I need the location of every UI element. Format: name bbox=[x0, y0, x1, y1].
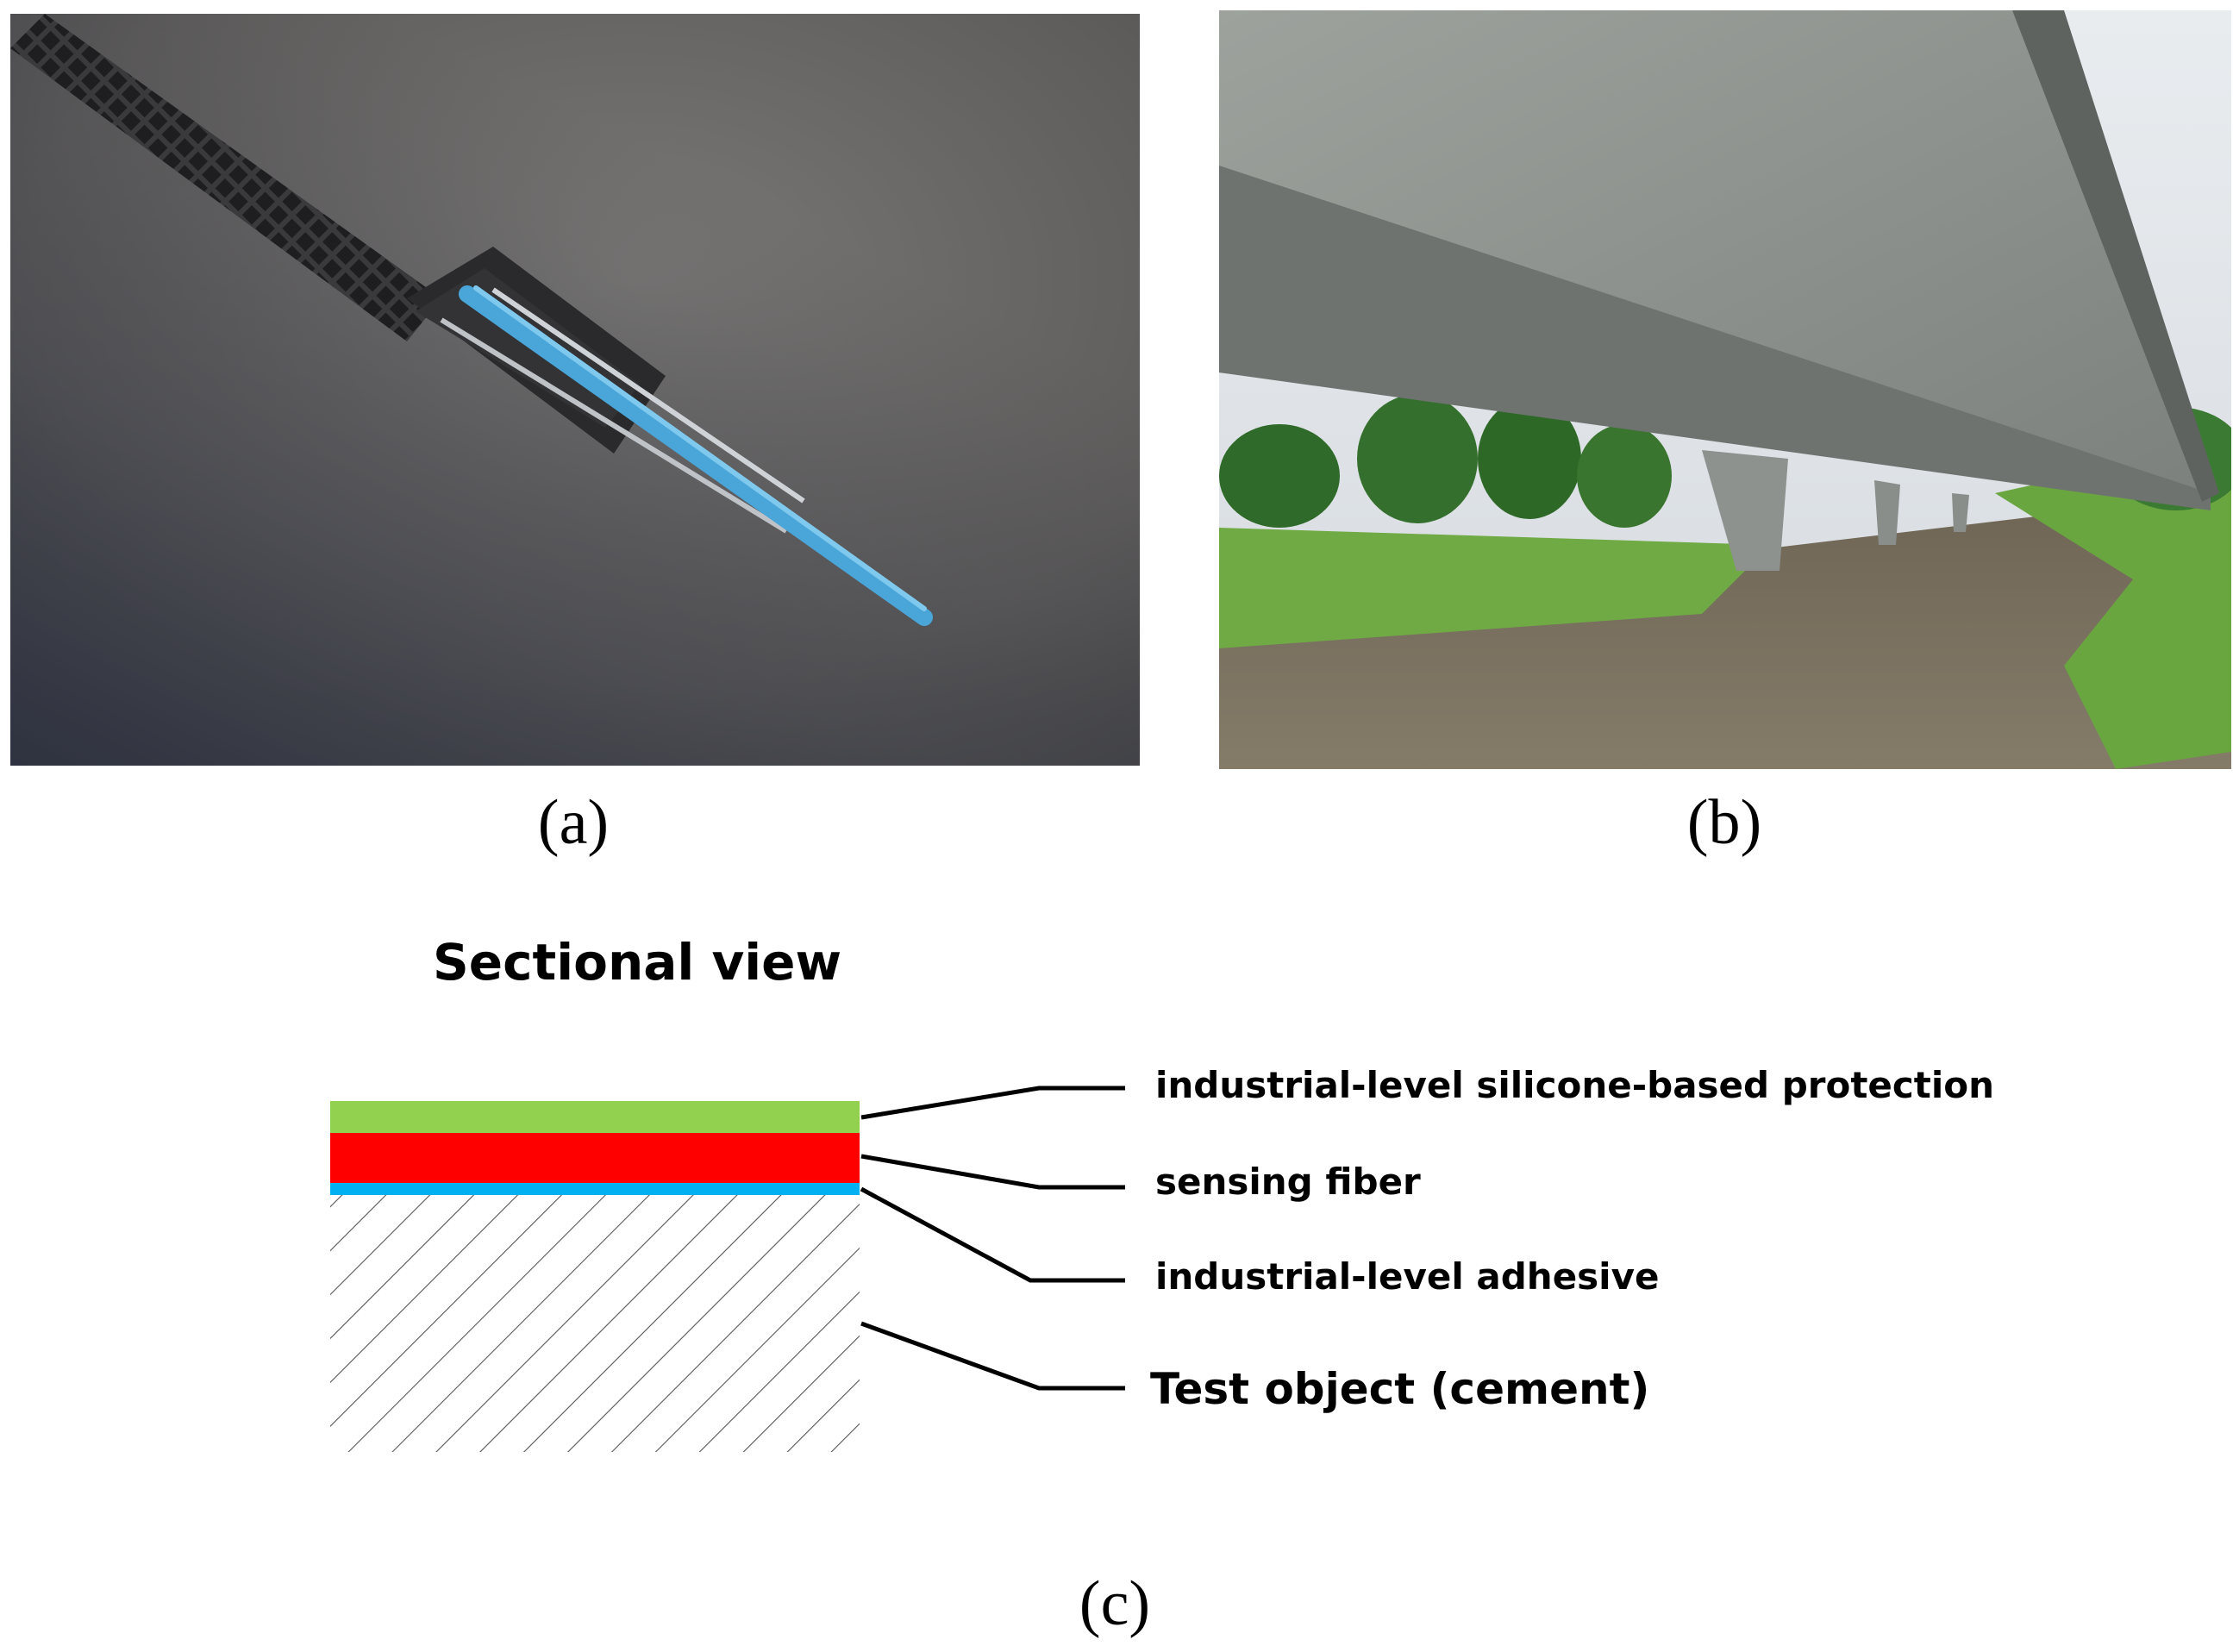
label-substrate: Test object (cement) bbox=[1150, 1364, 1650, 1414]
diagram-title: Sectional view bbox=[433, 933, 842, 992]
leader-fiber bbox=[860, 1154, 1125, 1190]
viaduct-photo bbox=[1219, 10, 2231, 769]
layer-protection bbox=[330, 1101, 860, 1133]
panel-b-photo bbox=[1219, 10, 2231, 769]
label-adhesive: industrial-level adhesive bbox=[1155, 1255, 1660, 1298]
leader-substrate bbox=[860, 1321, 1125, 1391]
layer-fiber bbox=[330, 1133, 860, 1183]
label-fiber: sensing fiber bbox=[1155, 1161, 1421, 1203]
label-protection: industrial-level silicone-based protecti… bbox=[1155, 1064, 1995, 1106]
panel-c-caption: (c) bbox=[1079, 1568, 1151, 1639]
layer-adhesive bbox=[330, 1183, 860, 1195]
panel-a-caption: (a) bbox=[537, 787, 610, 858]
leader-protection bbox=[860, 1086, 1125, 1120]
leader-adhesive bbox=[860, 1186, 1125, 1283]
fiber-cable-photo bbox=[10, 14, 1140, 766]
layer-substrate bbox=[330, 1193, 860, 1452]
panel-a-photo bbox=[10, 14, 1140, 766]
panel-b-caption: (b) bbox=[1686, 787, 1762, 858]
